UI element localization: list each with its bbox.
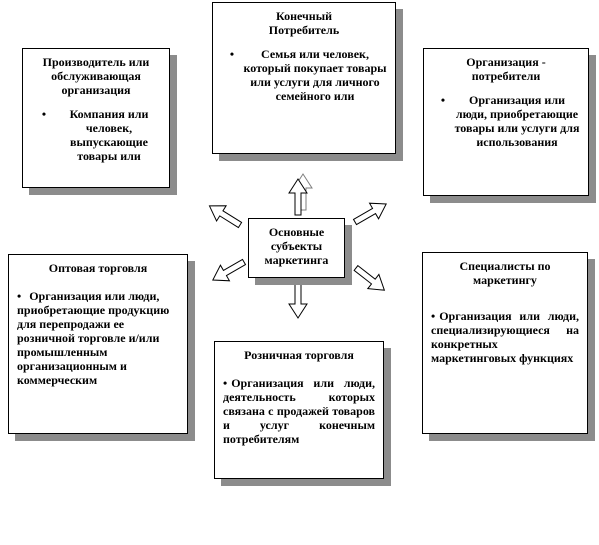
bullet-icon: • [440,93,446,107]
org-consumer-box-item: • Организация или люди, приобретающие то… [432,93,580,149]
wholesale-box-text: Организация или люди, приобретающие прод… [17,289,170,387]
arrow-to-consumer [288,173,313,216]
arrow-to-wholesale [207,253,249,289]
arrow-to-org-consumer [350,195,392,231]
specialists-box-title: Специалисты по маркетингу [459,259,551,287]
bullet-icon: • [223,376,228,390]
bullet-icon: • [431,309,436,323]
producer-box-title: Производитель или обслуживающая организа… [42,55,150,97]
producer-box-item: • Компания или человек, выпускающие това… [29,107,163,163]
bullet-icon: • [41,107,47,121]
consumer-box: Конечный Потребитель • Семья или человек… [212,2,396,154]
specialists-box: Специалисты по маркетингу •Организация и… [422,252,588,434]
retail-box-title: Розничная торговля [244,348,354,362]
arrow-to-retail [288,281,308,319]
wholesale-box-item: •Организация или люди, приобретающие про… [17,289,179,387]
producer-box: Производитель или обслуживающая организа… [22,48,170,188]
arrow-to-producer [204,197,246,234]
org-consumer-box: Организация - потребители • Организация … [423,48,589,196]
center-box: Основные субъекты маркетинга [248,218,345,278]
consumer-box-text: Семья или человек, который покупает това… [243,47,387,103]
bullet-icon: • [17,289,22,303]
specialists-box-item: •Организация или люди, специализирующиес… [431,309,579,365]
producer-box-text: Компания или человек, выпускающие товары… [69,107,149,163]
wholesale-box: Оптовая торговля •Организация или люди, … [8,254,188,434]
bullet-icon: • [229,47,235,61]
org-consumer-box-text: Организация или люди, приобретающие това… [454,93,580,149]
center-box-title: Основные субъекты маркетинга [264,225,329,267]
retail-box-item: •Организация или люди, деятельность кото… [223,376,375,446]
wholesale-box-title: Оптовая торговля [48,261,148,275]
arrow-to-specialists [349,260,391,298]
consumer-box-item: • Семья или человек, который покупает то… [221,47,387,103]
specialists-box-text: Организация или люди, специализирующиеся… [431,309,579,365]
consumer-box-title: Конечный Потребитель [268,9,340,37]
retail-box-text: Организация или люди, деятельность котор… [223,376,375,446]
org-consumer-box-title: Организация - потребители [466,55,546,83]
retail-box: Розничная торговля •Организация или люди… [214,341,384,479]
